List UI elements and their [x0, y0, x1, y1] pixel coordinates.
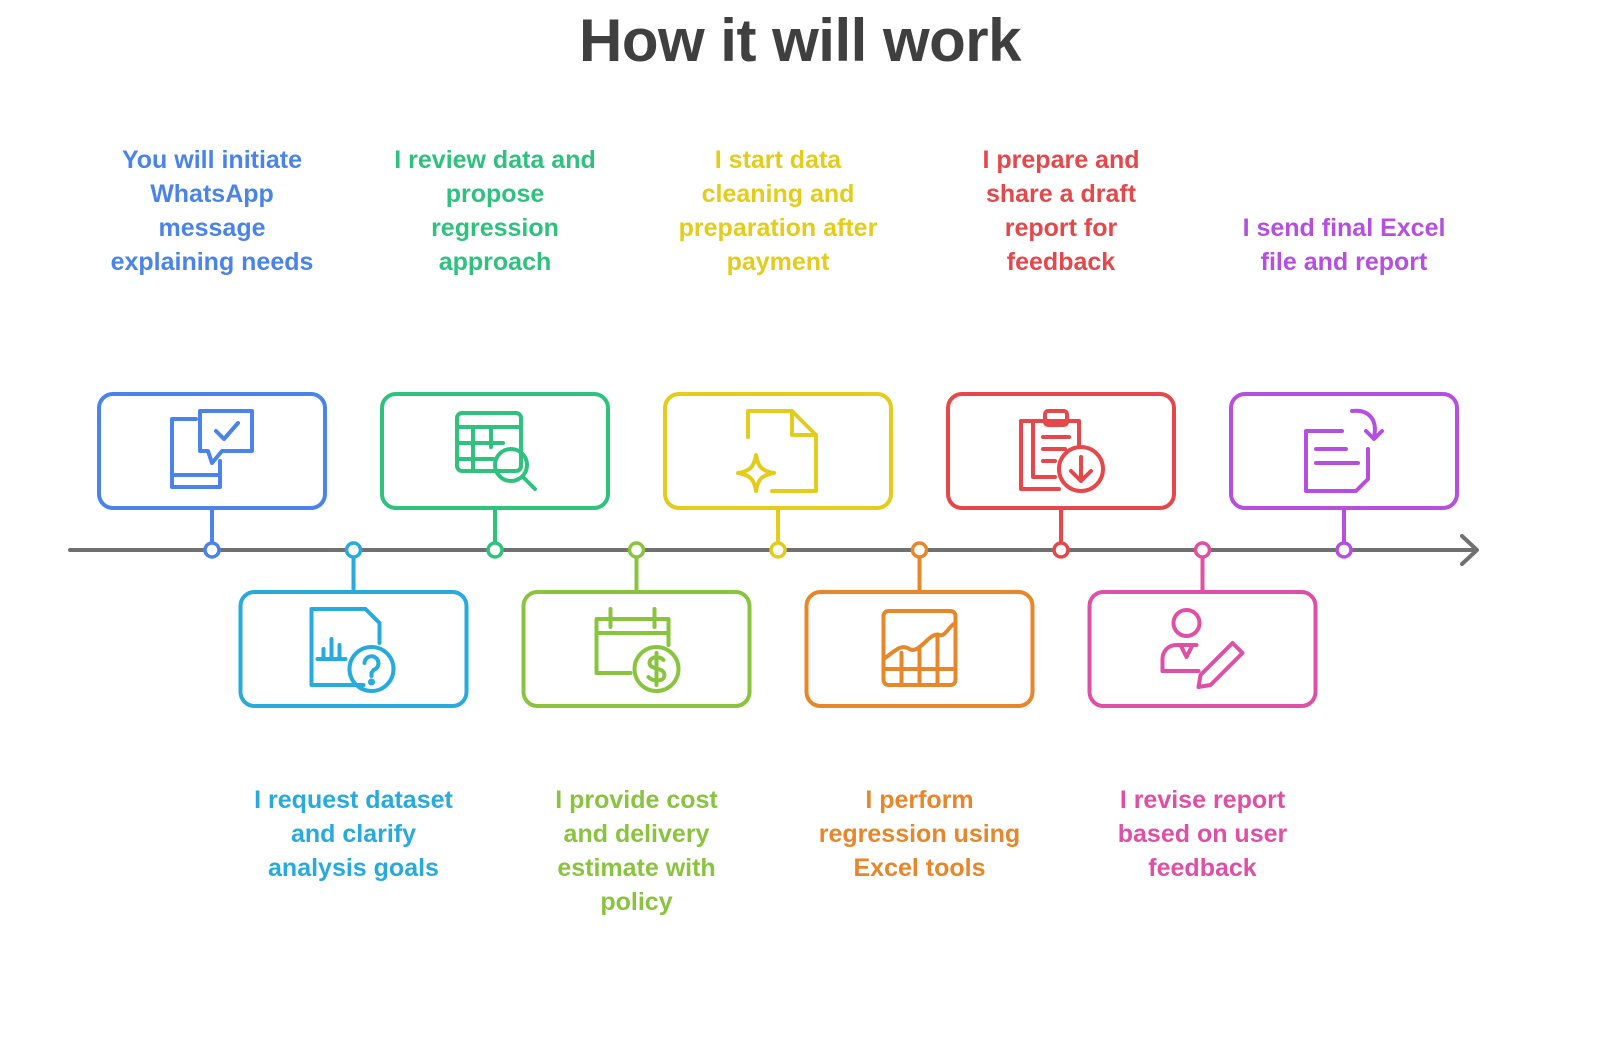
chat-check-icon: [170, 409, 254, 489]
step-label-line: feedback: [1006, 248, 1116, 276]
step-label: I review data and propose regression approa…: [370, 143, 620, 279]
step-label-line: I start data: [714, 146, 842, 174]
step-marker: [627, 541, 646, 559]
step-label-line: WhatsApp: [150, 180, 274, 208]
step-label: I send final Excel file and report: [1219, 211, 1469, 279]
step-label: I start data cleaning and preparation afte…: [653, 143, 903, 279]
step-label-line: share a draft: [985, 180, 1137, 208]
step-marker: [1193, 541, 1212, 559]
step-card: [238, 590, 469, 708]
clipboard-download-icon: [1019, 409, 1105, 493]
step-label: I prepare and share a draft report for feed…: [936, 143, 1186, 279]
step-marker: [203, 541, 221, 559]
step-3: [380, 392, 610, 559]
step-label-line: cleaning and: [701, 180, 855, 208]
step-marker: [344, 541, 363, 559]
step-label-line: Excel tools: [853, 854, 986, 882]
step-label-line: I provide cost: [555, 786, 718, 814]
step-label-line: explaining needs: [110, 248, 314, 276]
step-label-line: and delivery: [563, 820, 710, 848]
document-send-icon: [1304, 408, 1384, 493]
step-marker: [486, 541, 504, 559]
spreadsheet-chart-icon: [881, 609, 958, 687]
step-label: I request dataset and clarify analysis goa…: [229, 783, 479, 885]
table-search-icon: [455, 411, 537, 491]
step-label-line: I request dataset: [254, 786, 453, 814]
step-label: I revise report based on user feedback: [1078, 783, 1328, 885]
step-marker: [1052, 541, 1070, 559]
chart-document-question-icon: [309, 607, 396, 693]
step-label-line: estimate with: [557, 854, 716, 882]
step-label-line: propose: [445, 180, 545, 208]
step-card: [521, 590, 752, 708]
step-label-line: approach: [438, 248, 552, 276]
calendar-dollar-icon: [594, 607, 681, 693]
step-card: [380, 392, 610, 510]
step-label-line: I perform: [865, 786, 974, 814]
step-card: [663, 392, 893, 510]
step-label-line: based on user: [1117, 820, 1288, 848]
step-card: [97, 392, 327, 510]
step-card: [1087, 590, 1318, 708]
step-label-line: I review data and: [394, 146, 596, 174]
step-label-line: preparation after: [678, 214, 878, 242]
step-label-line: I prepare and: [982, 146, 1140, 174]
step-6: [804, 541, 1035, 708]
step-9: [1229, 392, 1459, 559]
step-8: [1087, 541, 1318, 708]
step-label-line: regression: [431, 214, 559, 242]
timeline-arrowhead: [1460, 534, 1479, 566]
step-label-line: file and report: [1260, 248, 1428, 276]
step-label-line: You will initiate: [121, 146, 303, 174]
step-7: [946, 392, 1176, 559]
step-label: I provide cost and delivery estimate with p…: [512, 783, 762, 919]
step-label-line: message: [158, 214, 266, 242]
step-label-line: I send final Excel: [1242, 214, 1446, 242]
page-title: How it will work: [578, 7, 1022, 74]
step-label-line: report for: [1004, 214, 1118, 242]
step-label-line: policy: [600, 888, 673, 916]
step-marker: [1335, 541, 1353, 559]
step-label-line: analysis goals: [268, 854, 439, 882]
step-1: [97, 392, 327, 559]
step-label-line: payment: [726, 248, 830, 276]
step-label-line: feedback: [1148, 854, 1257, 882]
step-label-line: and clarify: [290, 820, 417, 848]
step-marker: [769, 541, 787, 559]
step-5: [663, 392, 893, 559]
person-edit-icon: [1160, 608, 1245, 689]
step-marker: [910, 541, 929, 559]
document-sparkle-icon: [736, 409, 818, 493]
step-label-line: regression using: [818, 820, 1021, 848]
step-label-line: I revise report: [1119, 786, 1286, 814]
step-4: [521, 541, 752, 708]
step-2: [238, 541, 469, 708]
